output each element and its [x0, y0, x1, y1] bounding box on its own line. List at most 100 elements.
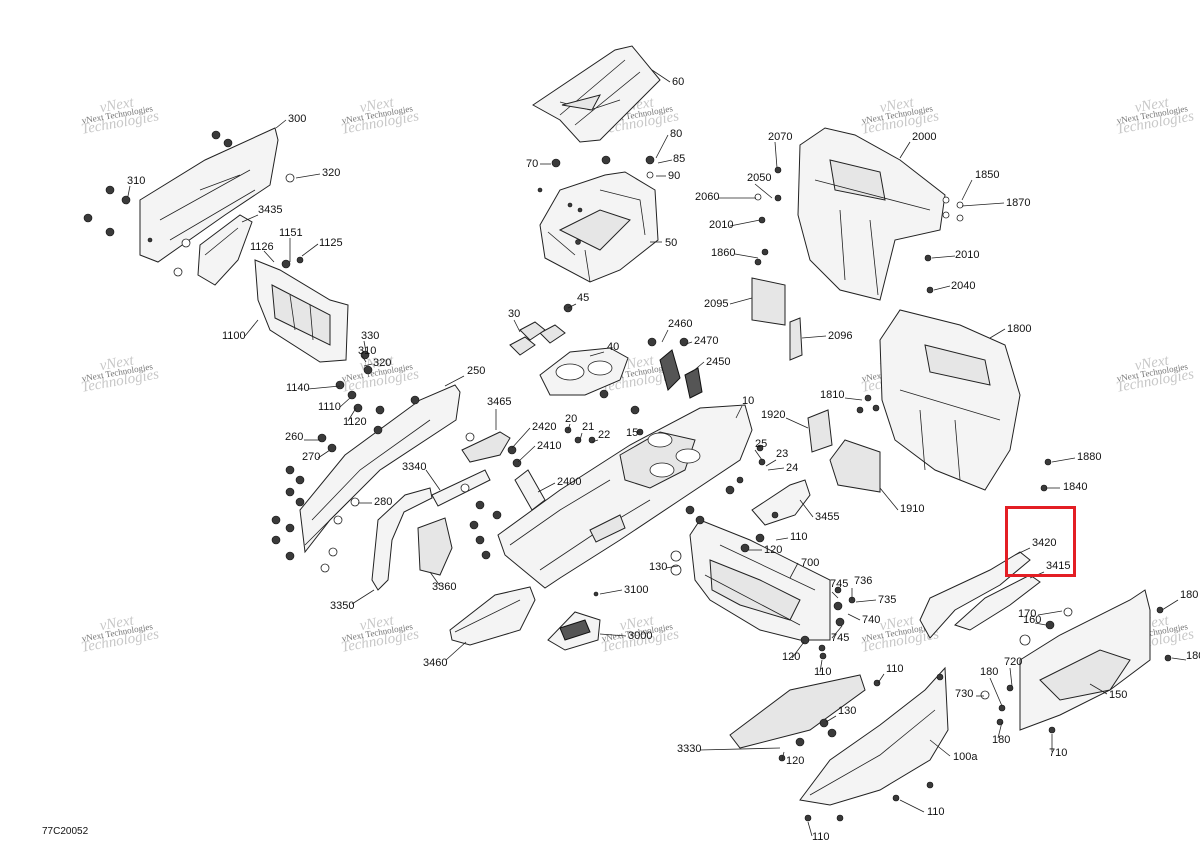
- callout-leader: [691, 361, 705, 373]
- callout-leader: [729, 219, 761, 227]
- callout-label: 22: [598, 429, 610, 441]
- svg-text:vNext: vNext: [99, 352, 136, 374]
- callout-label: 2010: [709, 219, 733, 231]
- callout-leader: [1034, 622, 1047, 626]
- callout-label: 1140: [286, 382, 310, 394]
- callout-label: 1860: [711, 247, 735, 259]
- callout-leader: [517, 445, 536, 463]
- callout-leader: [825, 715, 837, 723]
- callout-label: 1870: [1006, 197, 1030, 209]
- callout-label: 40: [607, 341, 619, 353]
- callout-label: 15: [626, 427, 638, 439]
- callout-leader: [599, 589, 623, 595]
- part-1920-panel: [807, 409, 833, 453]
- callout-label: 740: [862, 614, 880, 626]
- callout-leader: [1037, 610, 1063, 616]
- callout-label: 23: [776, 448, 788, 460]
- part-3435-bracket: [197, 214, 253, 286]
- callout-leader: [1161, 599, 1179, 611]
- callout-label: 1850: [975, 169, 999, 181]
- callout-label: 745: [831, 632, 849, 644]
- callout-label: 3460: [423, 657, 447, 669]
- callout-leader: [754, 449, 763, 461]
- callout-leader: [831, 625, 843, 639]
- callout-leader: [567, 423, 571, 431]
- callout-leader: [931, 255, 956, 259]
- callout-label: 280: [374, 496, 392, 508]
- callout-leader: [1009, 667, 1013, 687]
- part-2096-strip: [789, 317, 803, 361]
- callout-label: 710: [1049, 747, 1067, 759]
- callout-leader: [363, 363, 373, 367]
- callout-label: 2010: [955, 249, 979, 261]
- callout-label: 21: [582, 421, 594, 433]
- callout-label: 85: [673, 153, 685, 165]
- callout-labels: 6080857090503003103203435112611511125110…: [127, 69, 1200, 842]
- callout-leader: [877, 673, 885, 684]
- callout-label: 50: [665, 237, 677, 249]
- callout-label: 120: [786, 755, 804, 767]
- callout-leader: [754, 183, 773, 199]
- callout-label: 2410: [537, 440, 561, 452]
- callout-label: 60: [672, 76, 684, 88]
- part-250-side-panel: [299, 384, 461, 554]
- callout-leader: [1089, 683, 1108, 695]
- callout-label: 100a: [953, 751, 978, 763]
- callout-label: 2050: [747, 172, 771, 184]
- part-40-gasket: [539, 347, 629, 396]
- part-2450-lever: [659, 349, 703, 399]
- callout-label: 310: [358, 345, 376, 357]
- callout-leader: [307, 385, 341, 390]
- part-300-left-panel: [139, 127, 279, 263]
- svg-text:vNext: vNext: [879, 612, 916, 634]
- callout-leader: [429, 571, 441, 587]
- callout-label: 3360: [432, 581, 456, 593]
- callout-leader: [734, 253, 759, 259]
- callout-leader: [591, 439, 599, 443]
- callout-leader: [339, 397, 351, 408]
- callout-label: 3465: [487, 396, 511, 408]
- callout-leader: [567, 303, 577, 309]
- callout-leader: [855, 599, 877, 603]
- callout-leader: [661, 329, 669, 343]
- part-3455-wedge: [751, 479, 811, 526]
- part-3350-trim: [371, 487, 433, 591]
- callout-label: 20: [565, 413, 577, 425]
- callout-leader: [263, 250, 275, 263]
- callout-leader: [785, 417, 809, 429]
- callout-leader: [791, 641, 805, 659]
- callout-label: 180: [1186, 650, 1200, 662]
- callout-label: 180: [992, 734, 1010, 746]
- callout-label: 2460: [668, 318, 692, 330]
- part-1800-rear-panel: [879, 309, 1021, 491]
- callout-leader: [579, 432, 583, 441]
- callout-label: 2060: [695, 191, 719, 203]
- callout-label: 130: [838, 705, 856, 717]
- callout-leader: [961, 179, 973, 201]
- callout-leader: [775, 537, 789, 541]
- part-3460-wedge: [449, 586, 536, 646]
- callout-label: 2040: [951, 280, 975, 292]
- callout-label: 45: [577, 292, 589, 304]
- callout-leader: [513, 319, 521, 333]
- callout-leader: [657, 159, 673, 164]
- callout-leader: [651, 69, 671, 83]
- callout-leader: [997, 721, 1003, 739]
- callout-leader: [789, 562, 799, 579]
- callout-label: 330: [361, 330, 379, 342]
- svg-text:vNext: vNext: [359, 94, 396, 116]
- svg-text:vNext: vNext: [879, 94, 916, 116]
- callout-leader: [801, 335, 827, 339]
- callout-leader: [781, 751, 785, 761]
- callout-label: 720: [1004, 656, 1022, 668]
- part-2000-rear-panel: [797, 127, 946, 301]
- highlight-box: [1005, 506, 1076, 577]
- svg-text:vNext: vNext: [1134, 94, 1171, 116]
- callout-label: 745: [830, 578, 848, 590]
- part-3465-insert: [461, 431, 511, 463]
- callout-label: 300: [288, 113, 306, 125]
- part-2400-handle: [514, 469, 546, 511]
